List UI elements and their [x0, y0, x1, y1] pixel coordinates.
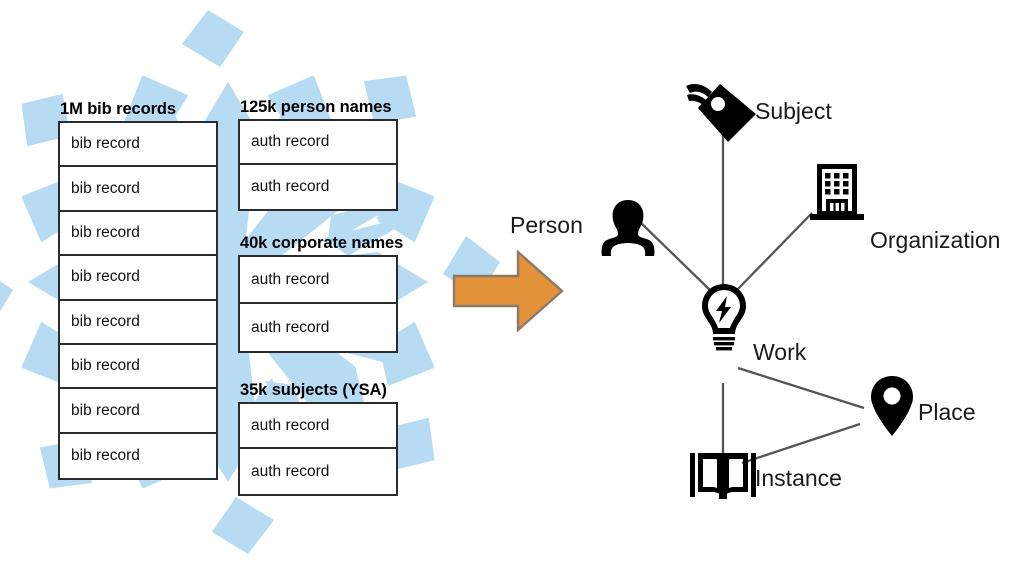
open-book-icon[interactable] [688, 451, 758, 501]
stack-title-person: 125k person names [240, 98, 392, 116]
record-row: bib record [60, 300, 216, 345]
record-row: auth record [240, 404, 396, 449]
record-row: auth record [240, 121, 396, 165]
stack-person-names: 125k person names auth record auth recor… [238, 98, 398, 211]
record-row: bib record [60, 256, 216, 301]
edge-work-place [737, 366, 865, 410]
record-box-corporate: auth record auth record [238, 255, 398, 353]
right-arrow-icon [452, 249, 564, 333]
node-label-place: Place [918, 399, 976, 425]
node-label-organization: Organization [870, 227, 1001, 253]
record-row: bib record [60, 211, 216, 257]
record-row: bib record [60, 433, 216, 479]
node-label-person: Person [510, 212, 583, 238]
record-row: auth record [240, 304, 396, 351]
building-icon[interactable] [808, 160, 866, 222]
node-label-work: Work [753, 339, 807, 365]
map-pin-icon[interactable] [868, 374, 916, 438]
person-icon[interactable] [600, 196, 656, 260]
entity-graph: Person Subject [470, 56, 1024, 499]
stack-subjects: 35k subjects (YSA) auth record auth reco… [238, 381, 398, 496]
record-row: bib record [60, 344, 216, 390]
stack-title-subjects: 35k subjects (YSA) [240, 381, 387, 399]
record-row: bib record [60, 123, 216, 168]
node-label-instance: Instance [755, 465, 842, 491]
node-label-subject: Subject [755, 98, 832, 124]
edge-person-work [639, 221, 714, 294]
record-box-subjects: auth record auth record [238, 402, 398, 496]
stack-title-bib: 1M bib records [60, 100, 176, 118]
stack-title-corporate: 40k corporate names [240, 234, 404, 252]
record-row: auth record [240, 257, 396, 304]
record-row: bib record [60, 167, 216, 212]
edge-organization-work [735, 212, 813, 292]
stack-bib-records: 1M bib records bib record bib record bib… [58, 100, 218, 481]
record-row: bib record [60, 389, 216, 434]
record-box-bib: bib record bib record bib record bib rec… [58, 121, 218, 481]
edge-place-instance [741, 422, 861, 465]
stack-corporate-names: 40k corporate names auth record auth rec… [238, 234, 404, 353]
record-row: auth record [240, 449, 396, 494]
record-box-person: auth record auth record [238, 119, 398, 211]
lightbulb-icon[interactable] [698, 282, 750, 354]
graph-edges [639, 131, 865, 465]
record-row: auth record [240, 165, 396, 209]
tag-icon[interactable] [682, 78, 762, 144]
